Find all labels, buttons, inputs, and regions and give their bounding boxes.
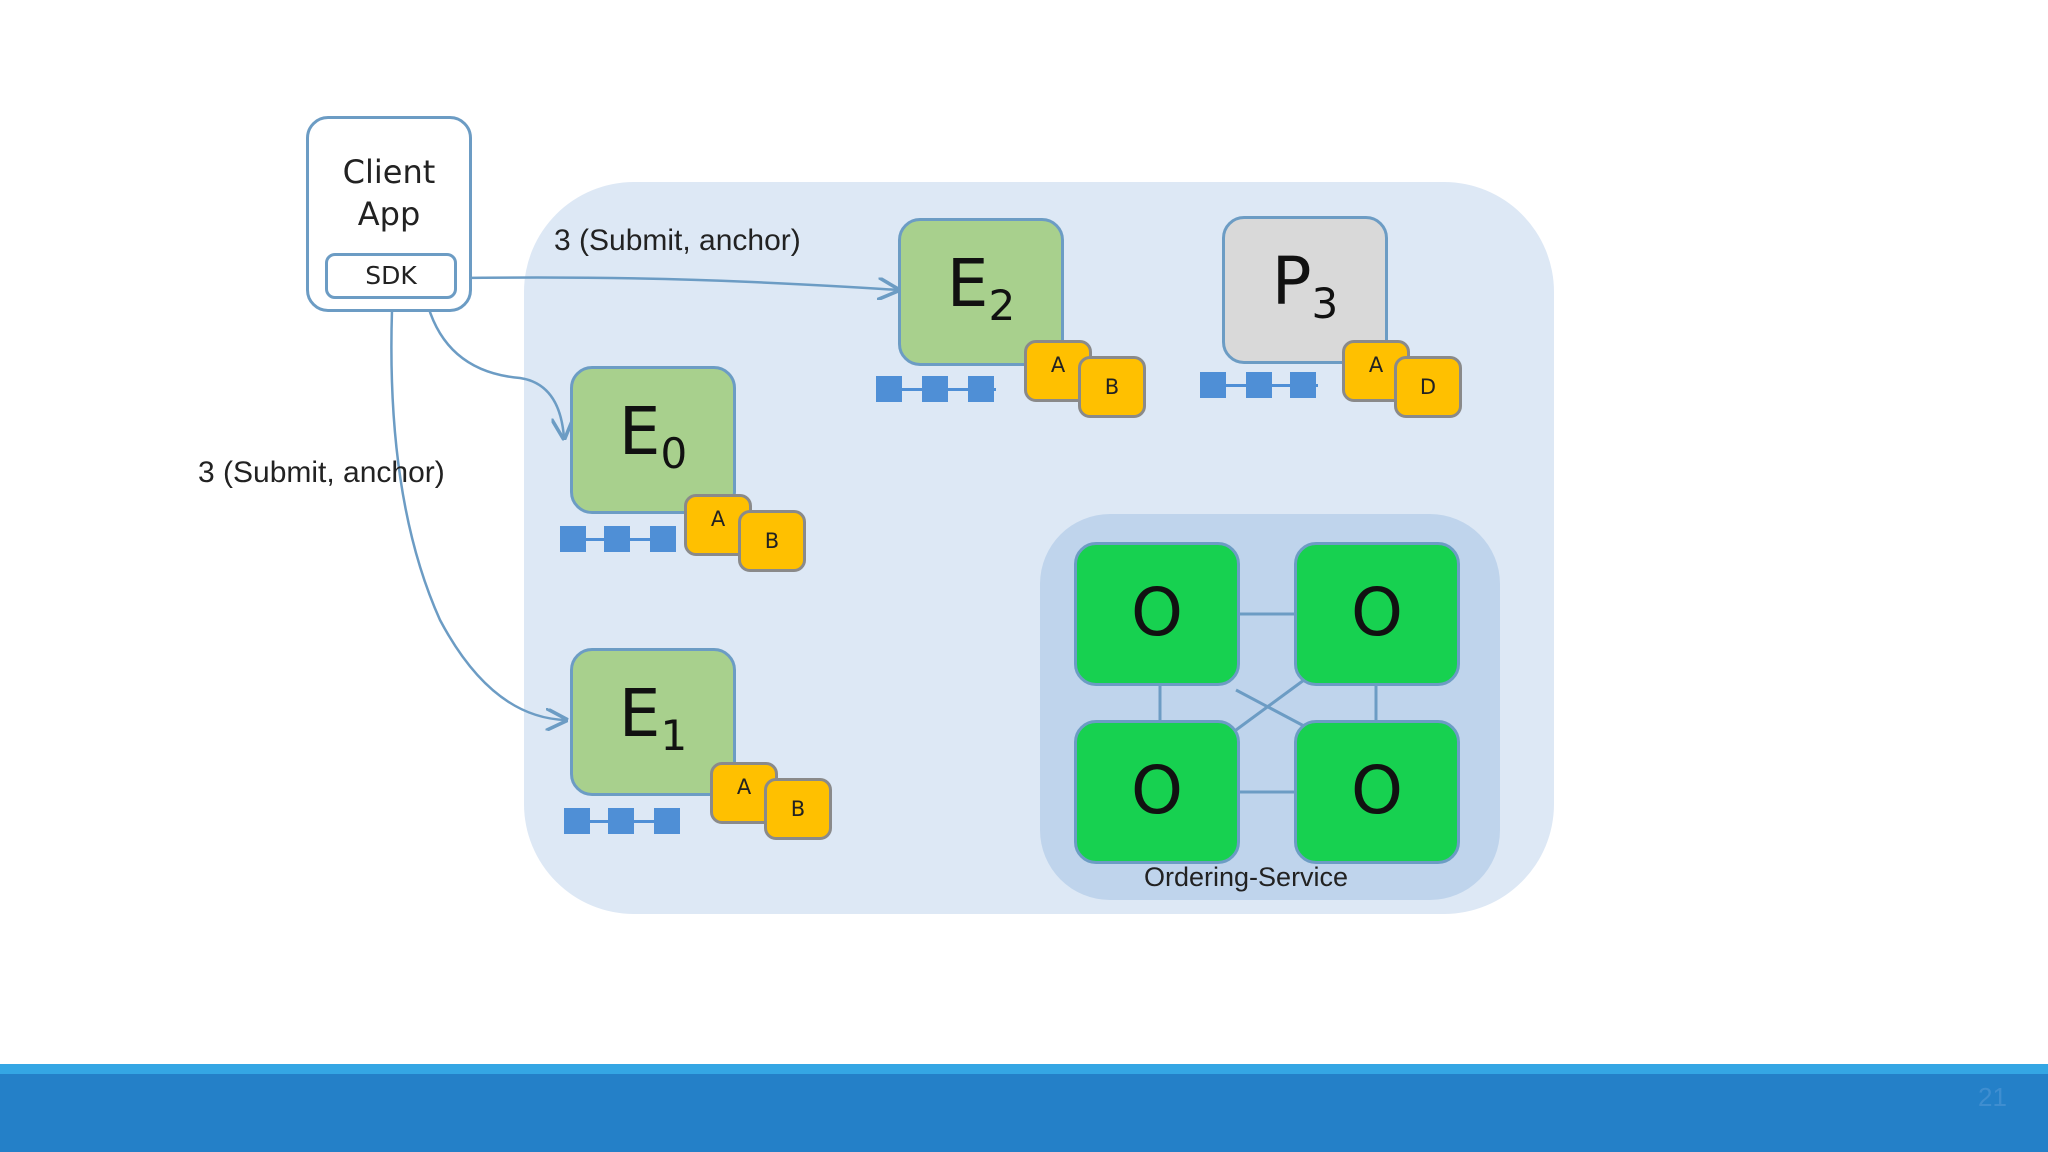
orderer-node-bottom-right: O xyxy=(1294,720,1460,864)
peer-p3-ledger xyxy=(1200,372,1318,402)
peer-e0: E0 xyxy=(570,366,736,514)
client-app-title-line1: Client xyxy=(342,153,436,191)
peer-e2-ledger xyxy=(876,376,996,406)
client-app-title-line2: App xyxy=(357,195,421,233)
peer-e0-name: E0 xyxy=(618,393,688,478)
peer-e1-ledger xyxy=(564,808,680,838)
peer-e1-name: E1 xyxy=(618,675,688,760)
client-app-box: Client App SDK xyxy=(306,116,472,312)
sdk-box: SDK xyxy=(325,253,457,299)
arrow-label-top: 3 (Submit, anchor) xyxy=(554,224,801,257)
peer-e2-chip-b: B xyxy=(1078,356,1146,418)
orderer-node-bottom-left: O xyxy=(1074,720,1240,864)
orderer-node-top-right: O xyxy=(1294,542,1460,686)
peer-e0-ledger xyxy=(560,526,676,556)
orderer-mesh xyxy=(1158,612,1378,794)
footer-stripe xyxy=(0,1064,2048,1074)
arrow-sdk-to-e0 xyxy=(426,305,564,438)
peer-e0-chip-b: B xyxy=(738,510,806,572)
arrow-label-left: 3 (Submit, anchor) xyxy=(198,456,445,489)
ordering-service-label: Ordering-Service xyxy=(1144,862,1349,892)
peer-e2: E2 xyxy=(898,218,1064,366)
peer-e2-name: E2 xyxy=(946,245,1016,330)
peer-p3-chip-d: D xyxy=(1394,356,1462,418)
peer-e1-chip-b: B xyxy=(764,778,832,840)
page-number: 21 xyxy=(1978,1082,2007,1112)
peer-p3: P3 xyxy=(1222,216,1388,364)
orderer-node-top-left: O xyxy=(1074,542,1240,686)
arrow-sdk-to-e2 xyxy=(457,276,898,291)
footer-bar xyxy=(0,1074,2048,1152)
peer-e1: E1 xyxy=(570,648,736,796)
arrow-sdk-to-e1 xyxy=(390,309,566,720)
peer-p3-name: P3 xyxy=(1271,243,1339,328)
